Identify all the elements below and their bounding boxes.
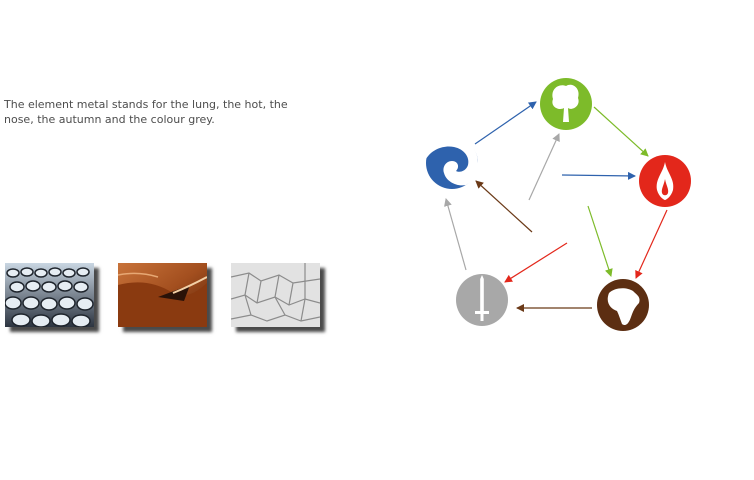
arrow-water-to-wood (474, 101, 537, 145)
arrow-fire-to-earth (635, 209, 668, 279)
arrow-fire-to-metal (504, 242, 568, 283)
five-elements-cycle-diagram (426, 78, 691, 331)
arrow-wood-to-fire (593, 106, 649, 157)
arrow-metal-to-wood (528, 133, 560, 201)
wood-tree-icon (540, 78, 592, 130)
arrow-metal-to-water (444, 198, 467, 271)
arrow-wood-to-earth (587, 205, 613, 277)
arrow-earth-to-water (475, 180, 533, 233)
fire-flame-icon (639, 155, 691, 207)
arrow-water-to-fire (561, 171, 636, 180)
water-wave-icon (426, 134, 478, 189)
cracked-earth-photo (231, 263, 320, 327)
desert-dune-photo (118, 263, 207, 327)
earth-africa-icon (597, 279, 649, 331)
metal-sword-icon (456, 274, 508, 326)
element-description: The element metal stands for the lung, t… (4, 98, 288, 126)
metal-cans-photo (5, 263, 94, 327)
